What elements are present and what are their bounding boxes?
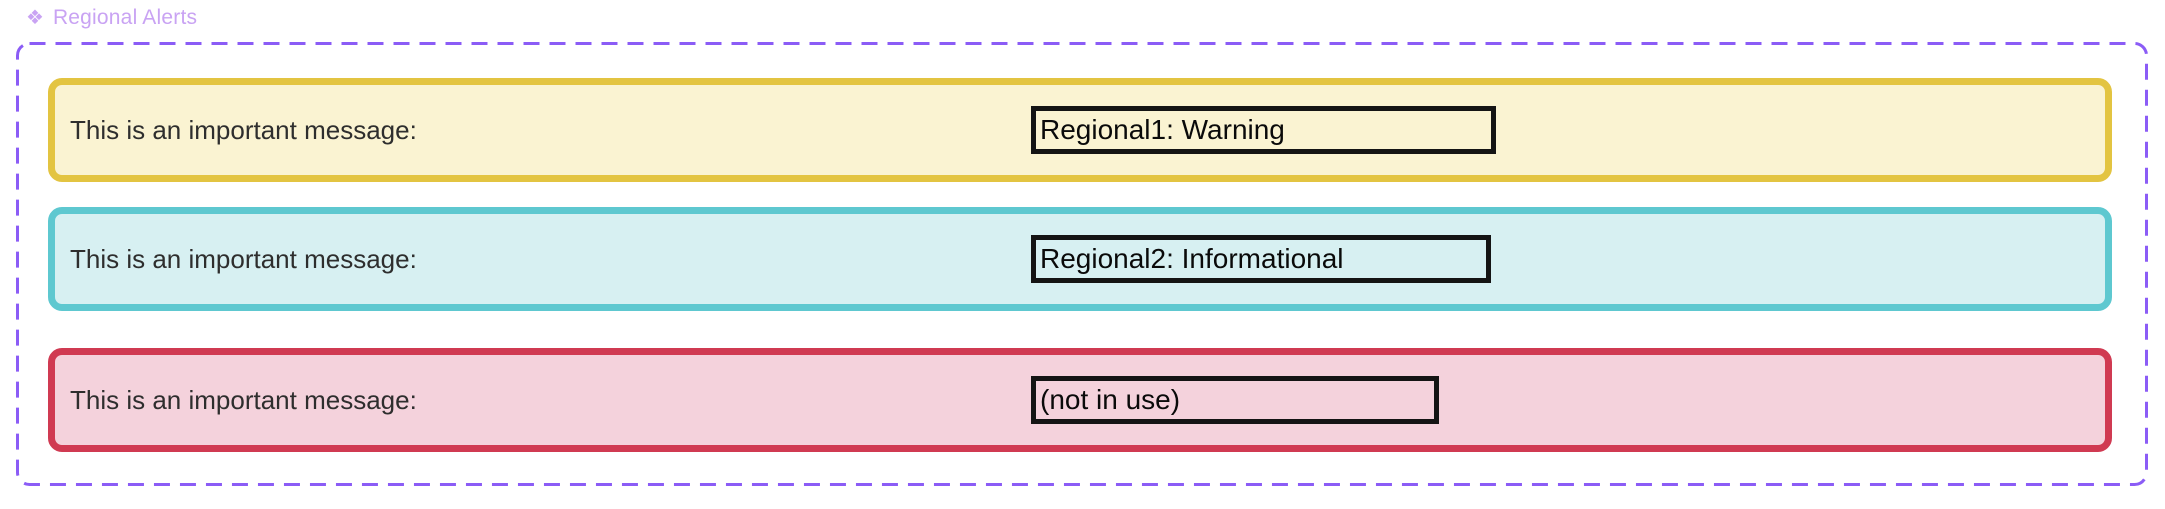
alert-banner-warning: This is an important message: Regional1:… — [48, 78, 2112, 182]
group-title: Regional Alerts — [52, 6, 198, 29]
group-header: ❖ Regional Alerts — [26, 6, 197, 30]
alert-message: This is an important message: — [70, 243, 417, 274]
alert-value-box-regional1[interactable]: Regional1: Warning — [1031, 106, 1496, 154]
alert-message: This is an important message: — [70, 384, 417, 415]
alert-banner-not-in-use: This is an important message: (not in us… — [48, 348, 2112, 452]
diamond-cluster-icon: ❖ — [26, 7, 44, 29]
alert-value-box-unused[interactable]: (not in use) — [1031, 376, 1439, 424]
alert-value-box-regional2[interactable]: Regional2: Informational — [1031, 235, 1491, 283]
alert-banner-informational: This is an important message: Regional2:… — [48, 207, 2112, 311]
alert-message: This is an important message: — [70, 114, 417, 145]
regional-alerts-region: This is an important message: Regional1:… — [16, 42, 2148, 486]
